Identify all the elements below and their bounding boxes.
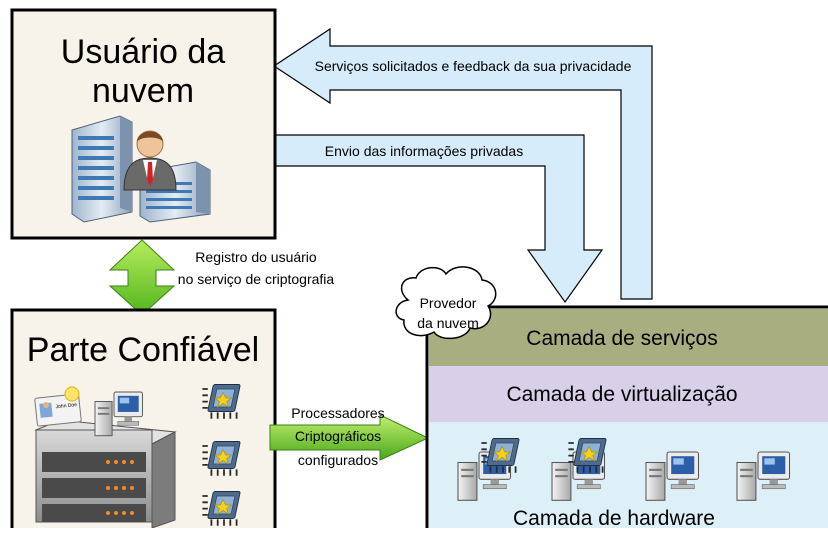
- processors-label-line3: configurados: [298, 452, 378, 468]
- virtualization-layer: [429, 366, 828, 422]
- services-layer-label: Camada de serviços: [526, 327, 717, 350]
- virtualization-layer-label: Camada de virtualização: [506, 383, 737, 406]
- id-card-name: John Doe: [55, 402, 77, 410]
- services-feedback-arrow: [272, 27, 653, 300]
- private-info-label: Envio das informações privadas: [325, 143, 523, 159]
- registration-label-line2: no serviço de criptografia: [178, 271, 335, 287]
- processors-arrow: [269, 414, 430, 461]
- cloud-callout-icon: Provedor da nuvem: [395, 266, 497, 340]
- cloud-user-title-line1: Usuário da: [61, 33, 226, 71]
- server-rack-icon: [34, 419, 177, 529]
- provider-label-line1: Provedor: [420, 295, 477, 311]
- hardware-layer-label: Camada de hardware: [513, 507, 715, 528]
- registration-label-line1: Registro do usuário: [195, 249, 317, 265]
- registration-arrow: [108, 239, 176, 316]
- processors-label-line1: Processadores: [291, 405, 384, 421]
- processors-label-line2: Criptográficos: [295, 428, 381, 444]
- private-info-arrow: [272, 134, 604, 304]
- services-layer: [429, 309, 828, 366]
- provider-label-line2: da nuvem: [417, 315, 478, 331]
- business-user-icon: [123, 130, 177, 191]
- services-feedback-label: Serviços solicitados e feedback da sua p…: [315, 58, 632, 74]
- id-card-icon: John Doe: [34, 386, 82, 427]
- cloud-user-title-line2: nuvem: [92, 72, 194, 110]
- trusted-party-title: Parte Confiável: [27, 331, 259, 369]
